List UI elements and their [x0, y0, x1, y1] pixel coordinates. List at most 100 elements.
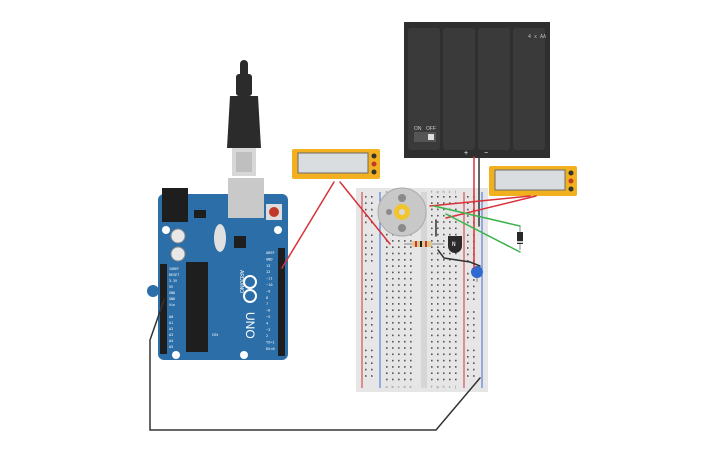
breadboard-hole[interactable]: [473, 285, 475, 288]
breadboard-hole[interactable]: [467, 215, 469, 217]
breadboard-hole[interactable]: [404, 240, 406, 242]
breadboard-hole[interactable]: [467, 202, 469, 204]
breadboard-hole[interactable]: [431, 271, 433, 274]
breadboard-hole[interactable]: [443, 259, 445, 261]
breadboard-hole[interactable]: [398, 309, 400, 311]
breadboard-hole[interactable]: [449, 271, 451, 274]
breadboard-hole[interactable]: [371, 298, 373, 300]
breadboard-hole[interactable]: [437, 214, 439, 217]
breadboard-hole[interactable]: [398, 240, 400, 242]
breadboard-hole[interactable]: [431, 372, 433, 374]
breadboard-hole[interactable]: [449, 259, 451, 261]
breadboard-hole[interactable]: [365, 311, 367, 313]
breadboard-hole[interactable]: [431, 202, 433, 204]
breadboard-hole[interactable]: [473, 298, 475, 300]
breadboard-hole[interactable]: [371, 362, 373, 364]
breadboard-hole[interactable]: [473, 311, 475, 313]
breadboard-hole[interactable]: [392, 315, 394, 318]
breadboard-hole[interactable]: [392, 271, 394, 274]
wire-green-2[interactable]: [445, 213, 521, 253]
wire-junction[interactable]: [147, 285, 159, 297]
breadboard-hole[interactable]: [443, 271, 445, 274]
breadboard-hole[interactable]: [371, 240, 373, 243]
breadboard-hole[interactable]: [443, 202, 445, 204]
breadboard-hole[interactable]: [392, 290, 394, 293]
breadboard-hole[interactable]: [365, 279, 367, 281]
breadboard-hole[interactable]: [437, 233, 439, 236]
breadboard-hole[interactable]: [437, 252, 439, 255]
breadboard-hole[interactable]: [398, 378, 400, 381]
breadboard-hole[interactable]: [431, 284, 433, 286]
breadboard-hole[interactable]: [371, 356, 373, 358]
breadboard-hole[interactable]: [467, 375, 469, 377]
breadboard-hole[interactable]: [404, 328, 406, 330]
breadboard-hole[interactable]: [437, 246, 439, 248]
breadboard-hole[interactable]: [431, 378, 433, 381]
breadboard-hole[interactable]: [371, 330, 373, 332]
breadboard-hole[interactable]: [371, 202, 373, 204]
breadboard-hole[interactable]: [467, 324, 469, 326]
breadboard-hole[interactable]: [449, 359, 451, 362]
breadboard-hole[interactable]: [449, 290, 451, 293]
breadboard-hole[interactable]: [404, 259, 406, 261]
breadboard-hole[interactable]: [371, 279, 373, 281]
breadboard-hole[interactable]: [455, 227, 457, 230]
breadboard-hole[interactable]: [455, 271, 457, 274]
breadboard-hole[interactable]: [365, 349, 367, 352]
breadboard-hole[interactable]: [437, 322, 439, 324]
breadboard-hole[interactable]: [392, 284, 394, 286]
breadboard-hole[interactable]: [410, 340, 412, 343]
breadboard-hole[interactable]: [386, 265, 388, 267]
breadboard-hole[interactable]: [386, 340, 388, 343]
breadboard-hole[interactable]: [392, 277, 394, 280]
capacitor[interactable]: [471, 266, 483, 282]
breadboard-hole[interactable]: [449, 277, 451, 280]
breadboard-hole[interactable]: [455, 233, 457, 236]
breadboard-hole[interactable]: [365, 368, 367, 371]
breadboard-hole[interactable]: [449, 233, 451, 236]
breadboard-hole[interactable]: [386, 372, 388, 374]
wire-ground-loop[interactable]: [149, 299, 481, 431]
breadboard-hole[interactable]: [392, 366, 394, 368]
breadboard-hole[interactable]: [431, 290, 433, 293]
breadboard-hole[interactable]: [392, 259, 394, 261]
breadboard-hole[interactable]: [386, 233, 388, 236]
breadboard-hole[interactable]: [437, 271, 439, 274]
breadboard-hole[interactable]: [467, 336, 469, 339]
breadboard-hole[interactable]: [410, 271, 412, 274]
wire-green-1[interactable]: [433, 205, 521, 227]
breadboard-hole[interactable]: [443, 347, 445, 349]
breadboard-hole[interactable]: [392, 340, 394, 343]
breadboard-hole[interactable]: [431, 322, 433, 324]
breadboard-hole[interactable]: [443, 334, 445, 337]
breadboard-hole[interactable]: [371, 260, 373, 262]
breadboard-hole[interactable]: [449, 296, 451, 299]
breadboard-hole[interactable]: [371, 215, 373, 217]
breadboard-hole[interactable]: [365, 356, 367, 358]
breadboard-hole[interactable]: [473, 292, 475, 294]
breadboard-hole[interactable]: [386, 252, 388, 255]
breadboard-hole[interactable]: [398, 271, 400, 274]
breadboard-hole[interactable]: [371, 368, 373, 371]
breadboard-hole[interactable]: [455, 372, 457, 374]
breadboard-hole[interactable]: [386, 322, 388, 324]
breadboard-hole[interactable]: [467, 196, 469, 198]
breadboard-hole[interactable]: [455, 309, 457, 311]
breadboard-hole[interactable]: [467, 311, 469, 313]
breadboard-hole[interactable]: [455, 196, 457, 198]
breadboard-hole[interactable]: [398, 328, 400, 330]
breadboard-hole[interactable]: [365, 221, 367, 224]
breadboard-hole[interactable]: [410, 334, 412, 337]
breadboard-hole[interactable]: [467, 368, 469, 371]
breadboard-hole[interactable]: [410, 284, 412, 286]
breadboard-hole[interactable]: [392, 240, 394, 242]
breadboard-hole[interactable]: [467, 356, 469, 358]
breadboard-hole[interactable]: [449, 309, 451, 311]
breadboard-hole[interactable]: [371, 324, 373, 326]
breadboard-hole[interactable]: [386, 271, 388, 274]
breadboard-hole[interactable]: [398, 284, 400, 286]
breadboard-hole[interactable]: [398, 246, 400, 248]
breadboard-hole[interactable]: [431, 214, 433, 217]
breadboard-hole[interactable]: [431, 208, 433, 211]
breadboard-hole[interactable]: [449, 366, 451, 368]
